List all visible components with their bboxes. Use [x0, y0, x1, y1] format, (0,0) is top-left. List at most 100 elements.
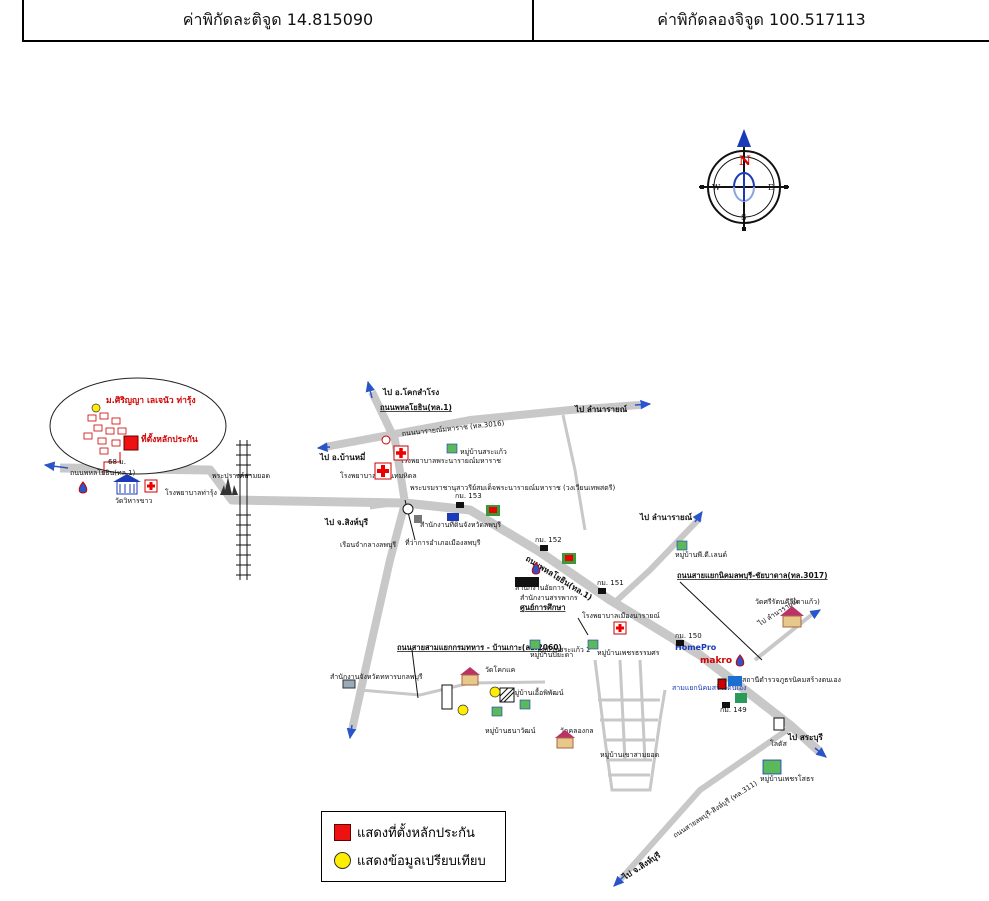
- subject-marker: [123, 435, 139, 451]
- village-nong-label: หมู่บ้านสระแก้ว: [460, 448, 507, 456]
- road-lam-narai: [609, 515, 703, 608]
- lopburi-office-label: สำนักงานอัยการ: [515, 584, 565, 592]
- km153-label: กม. 153: [455, 492, 482, 500]
- compass-w: W: [712, 183, 721, 192]
- temple-icon: [113, 474, 141, 495]
- km152-label: กม. 152: [535, 536, 562, 544]
- km151-label: กม. 151: [597, 579, 624, 587]
- truck-icon: [515, 577, 539, 587]
- hospital-tha-rung-label: โรงพยาบาลท่ารุ้ง: [165, 488, 217, 497]
- office-icon: [342, 679, 356, 689]
- hospital-king-label: โรงพยาบาลพระนารายณ์มหาราช: [400, 456, 501, 465]
- village-d-label: หมู่บ้านปิยะดา: [530, 651, 573, 659]
- homepro-label: HomePro: [675, 643, 717, 652]
- subject-inset: ม.ศิริญญา เลเจนัว ท่ารุ้ง ที่ตั้งหลักประ…: [49, 377, 227, 475]
- to-saraburi-label: ไป สระบุรี: [787, 732, 823, 743]
- house-cluster: [83, 412, 127, 455]
- legend-subject-row: แสดงที่ตั้งหลักประกัน: [334, 822, 475, 842]
- prang-icon: [220, 477, 238, 495]
- village-b-label: หมู่บ้านเพชรธรรมศร: [597, 649, 660, 657]
- legend-comparable-row: แสดงข้อมูลเปรียบเทียบ: [334, 850, 486, 870]
- tax-office-label: สำนักงานสรรพากร: [520, 594, 578, 602]
- latitude-label: ค่าพิกัดละติจูด 14.815090: [182, 10, 374, 29]
- comparable-marker-swatch: [334, 851, 351, 869]
- wat-phra-label: วัดโคกแค: [485, 665, 516, 674]
- road-arrows: [43, 380, 827, 887]
- temple-icon: [460, 667, 480, 686]
- comparable-marker: [457, 704, 469, 716]
- provincial-office-label: สำนักงานที่ดินจังหวัดลพบุรี: [420, 520, 501, 529]
- lopburi-sing-label: ถนนสายแยกนิคมลพบุรี-ชัยบาดาล(ทล.3017): [677, 571, 828, 580]
- distance-label: 68 ม.: [108, 458, 126, 466]
- comparable-marker: [489, 686, 501, 698]
- building-icon: [441, 684, 453, 710]
- building-icon: [499, 687, 515, 703]
- village-h-label: หมู่บ้านเขาสามยอด: [600, 751, 659, 759]
- road-narai: [324, 401, 641, 451]
- lopburi-center-label: เรือนจำกลางลพบุรี: [340, 541, 396, 549]
- hospital-icon: [613, 621, 627, 635]
- subject-marker-swatch: [334, 823, 351, 841]
- subdivision-grid: [593, 659, 667, 792]
- km150-label: กม. 150: [675, 632, 702, 640]
- office-nikhom-label: สำนักงานจังหวัดทหารบกลพบุรี: [330, 673, 423, 681]
- latitude-cell: ค่าพิกัดละติจูด 14.815090: [22, 0, 532, 42]
- lotus-label: โลตัส: [770, 739, 788, 748]
- road-2060-label: ถนนสายสามแยกกรมทหาร - บ้านเกาะ(ลบ.2060): [397, 643, 562, 652]
- to-lam-narai-label: ไป ลำนารายณ์: [574, 404, 628, 414]
- wat-khok-label: วัดคลองกล: [560, 727, 594, 735]
- hospital-icon: [144, 479, 158, 493]
- temple-icon: [555, 730, 575, 749]
- hospital-b-label: โรงพยาบาลเมืองนารายณ์: [582, 611, 660, 620]
- gas-station-icon: [735, 654, 745, 667]
- longitude-label: ค่าพิกัดลองจิจูด 100.517113: [657, 10, 866, 29]
- road-network: [59, 390, 824, 882]
- legend-subject-label: แสดงที่ตั้งหลักประกัน: [357, 825, 475, 841]
- village-c-label: หมู่บ้านพี.ดี.เลนด์: [675, 551, 727, 559]
- gas-station-icon: [531, 562, 541, 575]
- km149-label: กม. 149: [720, 706, 747, 714]
- to-singburi-label: ไป จ.สิงห์บุรี: [324, 517, 369, 528]
- legend-comparable-label: แสดงข้อมูลเปรียบเทียบ: [357, 853, 486, 869]
- school-tech-label: ศูนย์การศึกษา: [520, 603, 566, 613]
- store-icon: [728, 676, 742, 686]
- road-soi-label: ถนนพหลโยธิน(ทล.1): [70, 468, 136, 477]
- village-e-label: หมู่บ้านเพชรโสธร: [760, 774, 814, 783]
- km-marker-icon: [456, 502, 730, 708]
- prince-school-label: พระบรมราชานุสาวรีย์สมเด็จพระนารายณ์มหารา…: [410, 483, 615, 492]
- railway: [236, 440, 251, 580]
- roundabout-icon: [402, 503, 414, 515]
- police-label: สถานีตำรวจภูธรนิคมสร้างตนเอง: [742, 676, 841, 684]
- longitude-cell: ค่าพิกัดลองจิจูด 100.517113: [532, 0, 989, 42]
- to-ban-mi-label: ไป อ.บ้านหมี่: [319, 451, 365, 462]
- road-soi-1: [561, 414, 587, 531]
- junction-icon: [717, 678, 727, 690]
- office-icon: [447, 513, 459, 521]
- office-flag-icon: [486, 505, 576, 564]
- store-icon: [735, 693, 747, 703]
- gas-station-icon: [78, 481, 88, 494]
- road-east: [753, 610, 817, 662]
- hospital-icon: [393, 445, 409, 461]
- makro-label: makro: [700, 656, 732, 666]
- compass-rose: N S E W: [699, 129, 789, 231]
- road-south: [348, 501, 409, 731]
- lotus-icon: [773, 717, 785, 731]
- compass-n: N: [739, 154, 751, 169]
- map-icons: [78, 435, 804, 775]
- wat-si-label: วัดศรีรัตนคีรี(ตาแก้ว): [755, 598, 820, 606]
- village-g-label: หมู่บ้านธนาวัฒน์: [485, 727, 536, 735]
- village-icon: [446, 443, 782, 775]
- village-f-label: หมู่บ้านเอื้อพิพัฒน์: [510, 686, 564, 697]
- road-phahonyothin: [404, 498, 824, 756]
- temple-icon: [780, 606, 804, 628]
- north-arrow-icon: [737, 129, 751, 147]
- nikhom-junction-label: สามแยกนิคมสร้างตนเอง: [672, 684, 746, 692]
- hospital-icon: [374, 462, 392, 480]
- compass-e: E: [768, 183, 774, 192]
- phra-prang-label: พระปรางค์สามยอด: [212, 472, 270, 480]
- to-lam-narai-2-label: ไป ลำนารายณ์: [639, 512, 693, 522]
- road-311: [617, 725, 792, 882]
- road-singburi: [369, 501, 406, 510]
